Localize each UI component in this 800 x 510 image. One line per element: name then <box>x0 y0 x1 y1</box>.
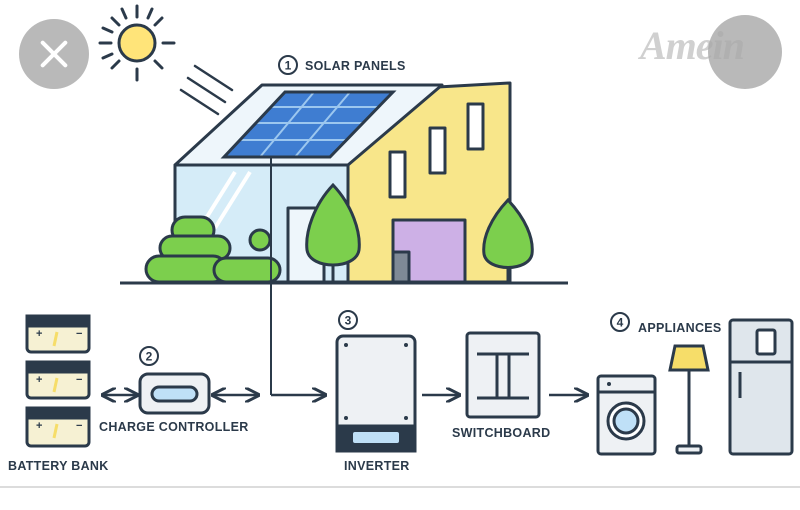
inverter-label: INVERTER <box>344 459 410 473</box>
battery-bank-label: BATTERY BANK <box>8 459 109 473</box>
battery-minus-label: − <box>76 328 82 340</box>
sun-icon <box>98 4 176 82</box>
tree-left <box>305 182 361 282</box>
sun-rays <box>179 64 234 116</box>
close-button[interactable] <box>19 19 89 89</box>
battery-unit <box>25 360 91 400</box>
inverter-number: 3 <box>345 314 352 328</box>
battery-terminal-labels: + − + − + − <box>36 328 82 432</box>
inverter-callout: 3 <box>338 310 358 330</box>
bottom-divider <box>0 486 800 488</box>
battery-plus-label: + <box>36 420 42 432</box>
solar-panels-label: SOLAR PANELS <box>305 59 406 73</box>
refrigerator <box>728 318 794 456</box>
switchboard-device <box>465 331 541 419</box>
washing-machine <box>596 374 657 456</box>
appliances-callout: 4 APPLIANCES <box>610 312 722 335</box>
charge-controller-number: 2 <box>146 350 153 364</box>
tree-right <box>482 197 534 282</box>
bushes <box>144 215 282 284</box>
inverter-device <box>335 334 417 453</box>
switchboard-label: SWITCHBOARD <box>452 426 550 440</box>
battery-plus-label: + <box>36 328 42 340</box>
menu-button[interactable] <box>708 15 782 89</box>
charge-controller-device <box>138 372 211 415</box>
floor-lamp <box>668 344 710 455</box>
solar-panels-number: 1 <box>285 59 292 73</box>
appliances-label: APPLIANCES <box>638 321 722 335</box>
battery-unit <box>25 406 91 448</box>
appliances-number: 4 <box>617 316 624 330</box>
charge-controller-callout: 2 <box>139 346 159 366</box>
solar-panels-callout: 1 SOLAR PANELS <box>278 55 406 75</box>
charge-controller-label: CHARGE CONTROLLER <box>99 420 249 434</box>
battery-bank <box>25 314 91 448</box>
battery-unit <box>25 314 91 354</box>
battery-plus-label: + <box>36 374 42 386</box>
battery-minus-label: − <box>76 420 82 432</box>
solar-panel-array <box>220 90 397 159</box>
battery-minus-label: − <box>76 374 82 386</box>
